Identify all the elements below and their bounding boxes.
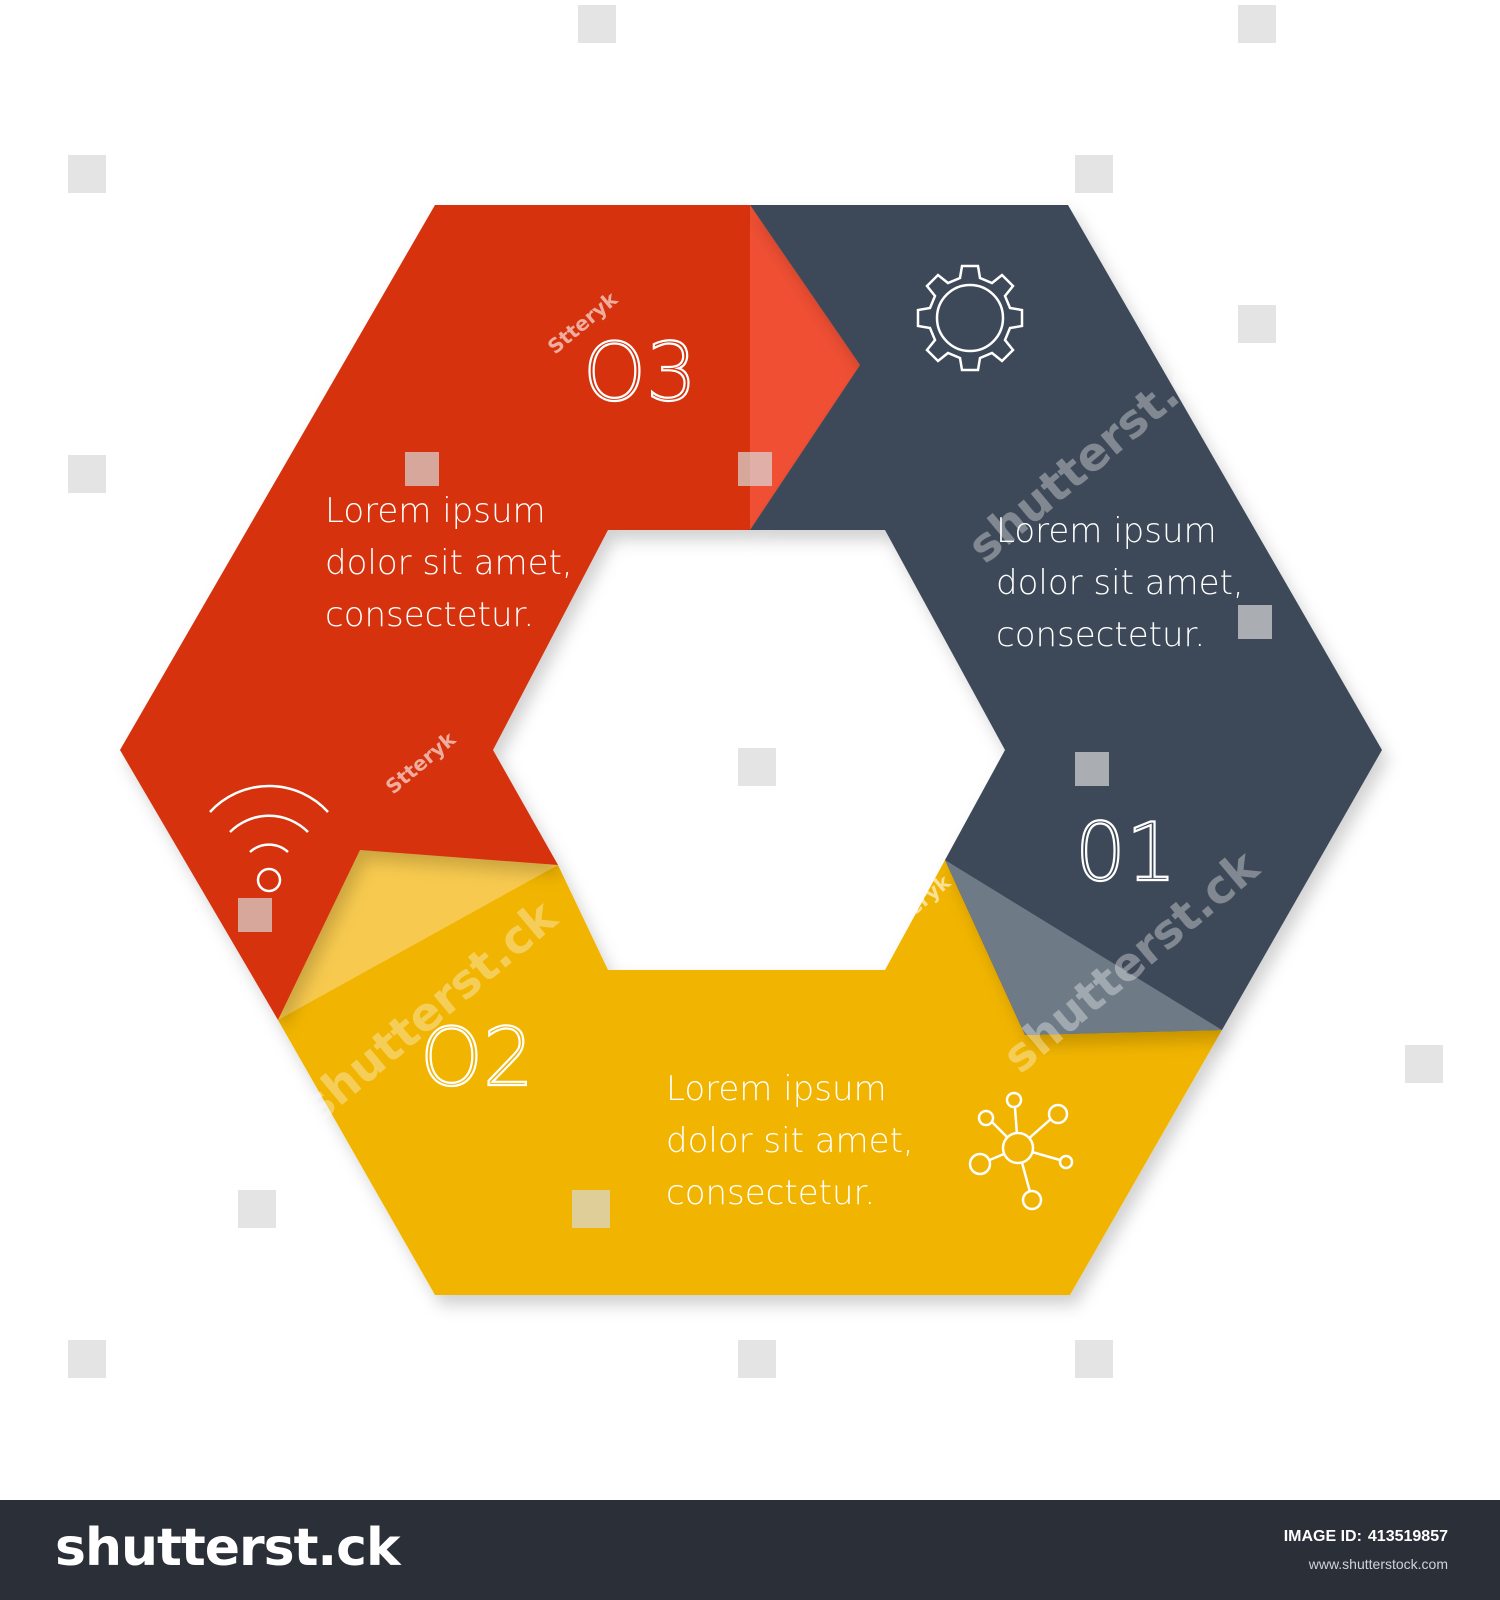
segment-01 <box>750 205 1382 1035</box>
segment-01-text: Lorem ipsum dolor sit amet, consectetur. <box>996 511 1255 655</box>
image-id-label: IMAGE ID: <box>1283 1528 1362 1545</box>
footer-bar: shutterst.ck IMAGE ID: 413519857 www.shut… <box>0 1500 1500 1600</box>
image-id-value: 413519857 <box>1367 1528 1448 1545</box>
segment-03 <box>120 205 860 1020</box>
brand-logo: shutterst.ck <box>55 1518 401 1578</box>
segment-02-number: O2 <box>420 1011 534 1104</box>
segment-03-number: O3 <box>583 326 697 419</box>
segment-02-shape <box>278 850 1222 1295</box>
segment-02 <box>278 850 1222 1295</box>
watermark-squares <box>68 5 1443 1378</box>
segment-02-text: Lorem ipsum dolor sit amet, consectetur. <box>666 1069 925 1213</box>
segment-02-fold <box>278 850 558 1020</box>
segment-03-shape <box>120 205 860 1020</box>
segment-01-shape <box>750 205 1382 1035</box>
segment-03-arrow <box>750 205 860 530</box>
hexagon-cycle-diagram: Lorem ipsum dolor sit amet, consectetur.… <box>68 5 1443 1378</box>
segment-03-text: Lorem ipsum dolor sit amet, consectetur. <box>325 491 584 635</box>
gear-icon <box>916 264 1024 372</box>
segment-01-number: 01 <box>1075 806 1177 899</box>
segment-01-fold <box>945 860 1222 1035</box>
wifi-icon <box>209 784 329 893</box>
network-icon <box>968 1091 1074 1211</box>
image-id: IMAGE ID: 413519857 <box>1284 1528 1448 1546</box>
site-url: www.shutterstock.com <box>1308 1556 1448 1572</box>
